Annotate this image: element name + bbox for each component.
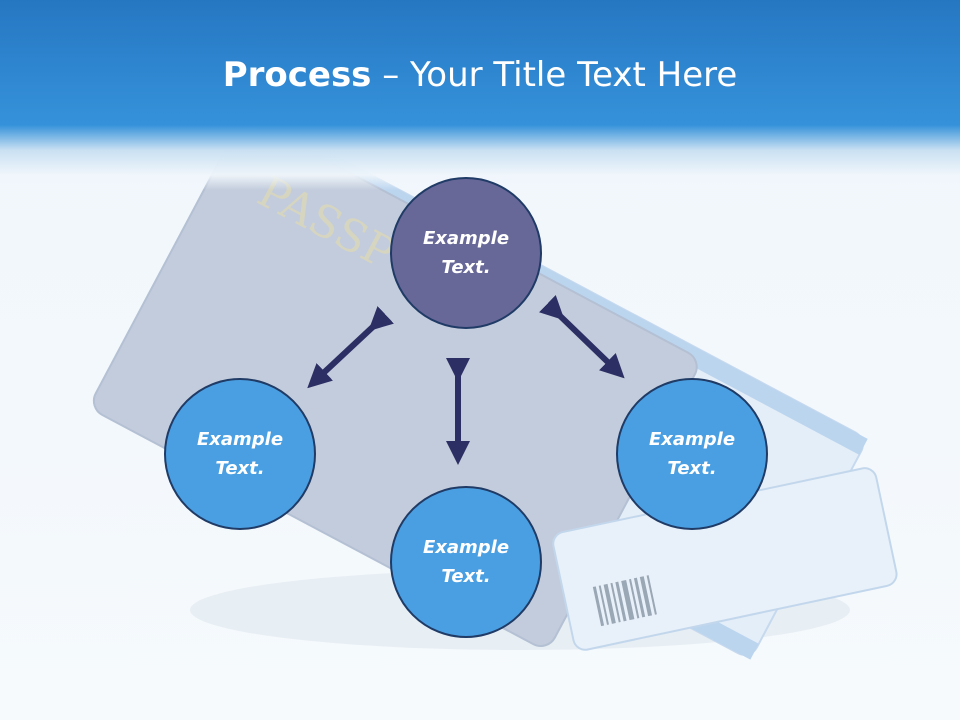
node-right-line1: Example [648, 429, 736, 450]
title-bold-part: Process [222, 55, 372, 95]
node-bottom-line1: Example [422, 537, 510, 558]
node-bottom-line2: Text. [441, 566, 491, 587]
node-top-line1: Example [422, 228, 510, 249]
title-rest-part: – Your Title Text Here [371, 55, 738, 95]
node-left-line2: Text. [215, 458, 265, 479]
node-left-line1: Example [196, 429, 284, 450]
title-band [0, 0, 960, 190]
slide-title: Process – Your Title Text Here [0, 52, 960, 98]
node-top-line2: Text. [441, 257, 491, 278]
node-right-line2: Text. [667, 458, 717, 479]
